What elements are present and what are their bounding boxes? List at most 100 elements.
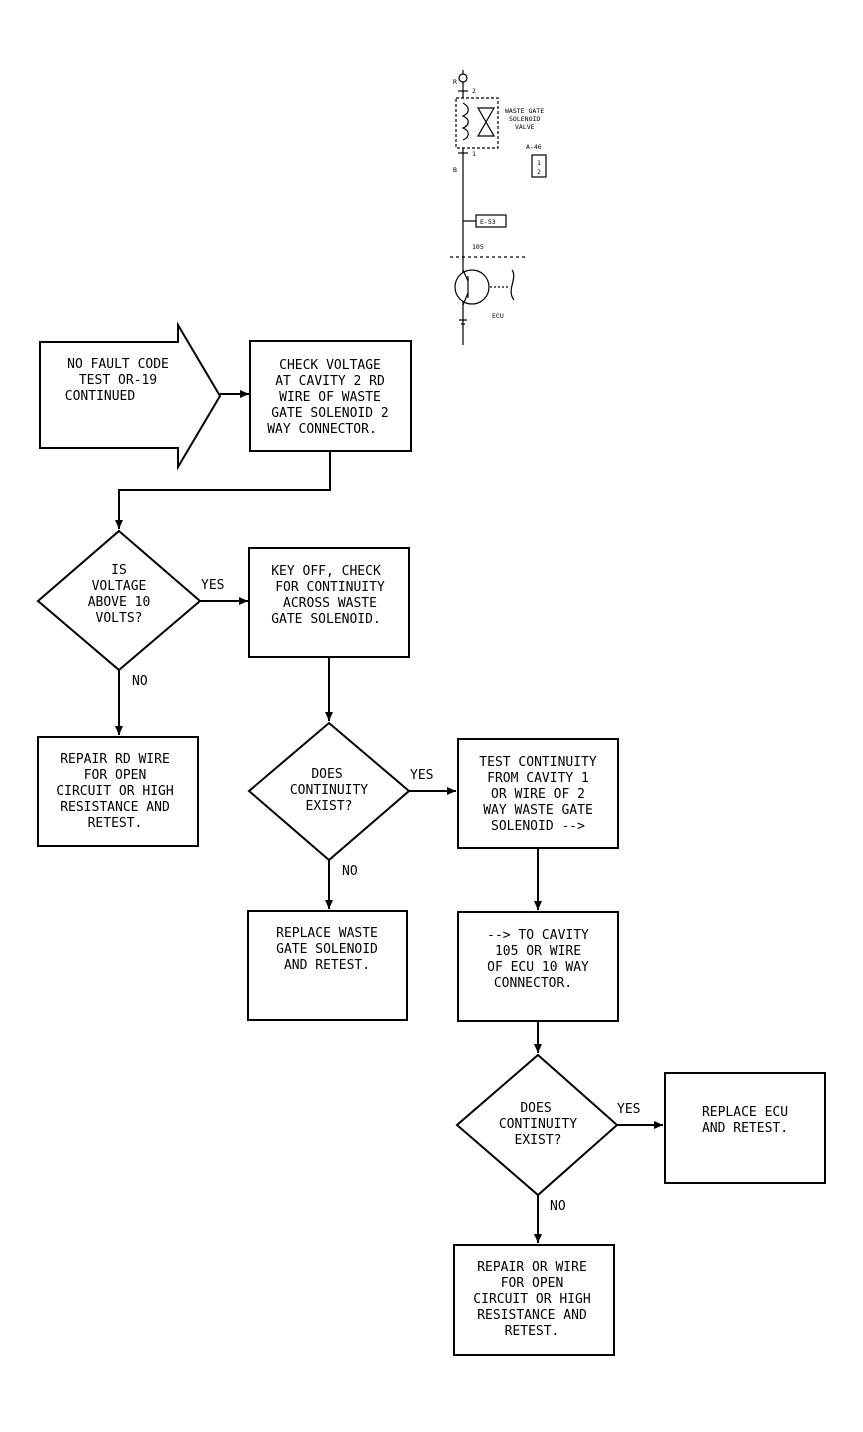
solenoid-box [455, 97, 499, 149]
connector-pin-b-label: 2 [537, 168, 541, 176]
repair-rd-rect [37, 736, 199, 847]
repair-rd-box: REPAIR RD WIRE FOR OPEN CIRCUIT OR HIGH … [37, 736, 199, 847]
yes-label-1: YES [201, 578, 224, 593]
pin-top-label: 2 [472, 87, 476, 95]
connector-icon [531, 154, 547, 178]
wire-top-label: R [453, 78, 457, 86]
does-continuity-decision-1: DOES CONTINUITY EXIST? YES NO [247, 721, 433, 879]
is-voltage-line-3: ABOVE 10 [88, 595, 151, 610]
does-continuity-1-line-2: CONTINUITY [290, 783, 368, 798]
repair-or-line-1: REPAIR OR WIRE [477, 1260, 587, 1275]
solenoid-label-line-2: SOLENOID [509, 115, 540, 123]
replace-solenoid-rect [247, 910, 408, 1021]
does-continuity-1-line-3: EXIST? [306, 799, 353, 814]
transistor-icon [454, 269, 490, 305]
wire-bottom-label: B [453, 166, 457, 174]
control-wave-icon [510, 269, 515, 301]
does-continuity-2-line-2: CONTINUITY [499, 1117, 577, 1132]
check-voltage-line-3: WIRE OF WASTE [279, 390, 381, 405]
start-arrow-shape [39, 321, 222, 471]
ground-ref-label: E-53 [480, 218, 496, 226]
solenoid-label-line-1: WASTE GATE [505, 107, 544, 115]
is-voltage-line-4: VOLTS? [96, 611, 143, 626]
transistor-collector [462, 269, 469, 282]
repair-or-line-4: RESISTANCE AND [477, 1308, 587, 1323]
key-off-line-3: ACROSS WASTE [283, 596, 377, 611]
no-label-3: NO [550, 1199, 566, 1214]
does-continuity-diamond-2 [455, 1053, 619, 1197]
no-label-2: NO [342, 864, 358, 879]
repair-rd-line-4: RESISTANCE AND [60, 800, 170, 815]
start-block: NO FAULT CODE TEST OR-19 CONTINUED [39, 321, 222, 471]
does-continuity-1-line-1: DOES [311, 767, 342, 782]
replace-ecu-line-1: REPLACE ECU [702, 1105, 788, 1120]
key-off-box: KEY OFF, CHECK FOR CONTINUITY ACROSS WAS… [248, 547, 410, 658]
does-continuity-diamond-1 [247, 721, 411, 862]
test-continuity-line-1: TEST CONTINUITY [479, 755, 597, 770]
check-voltage-line-2: AT CAVITY 2 RD [275, 374, 385, 389]
arrow-check-to-decision [115, 451, 331, 529]
test-continuity-line-4: WAY WASTE GATE [483, 803, 593, 818]
test-continuity-box: TEST CONTINUITY FROM CAVITY 1 OR WIRE OF… [457, 738, 619, 849]
is-voltage-line-2: VOLTAGE [92, 579, 147, 594]
ecu-label: ECU [492, 312, 504, 320]
connector-ref-label: A-46 [526, 143, 542, 151]
repair-or-line-5: RETEST. [505, 1324, 560, 1339]
no-label-1: NO [132, 674, 148, 689]
pin-bottom-label: 1 [472, 150, 476, 158]
test-continuity-line-2: FROM CAVITY 1 [487, 771, 589, 786]
test-continuity-line-5: SOLENOID --> [491, 819, 585, 834]
does-continuity-2-line-3: EXIST? [515, 1133, 562, 1148]
replace-ecu-rect [664, 1072, 826, 1184]
check-voltage-rect [249, 340, 412, 452]
ground-icon [459, 319, 467, 325]
key-off-line-4: GATE SOLENOID. [271, 612, 381, 627]
repair-or-line-3: CIRCUIT OR HIGH [473, 1292, 590, 1307]
does-continuity-decision-2: DOES CONTINUITY EXIST? YES NO [455, 1053, 640, 1214]
replace-ecu-box: REPLACE ECU AND RETEST. [664, 1072, 826, 1184]
to-cavity-line-4: CONNECTOR. [494, 976, 572, 991]
replace-solenoid-line-3: AND RETEST. [284, 958, 370, 973]
is-voltage-line-1: IS [111, 563, 127, 578]
repair-or-box: REPAIR OR WIRE FOR OPEN CIRCUIT OR HIGH … [453, 1244, 615, 1356]
start-line-2: TEST OR-19 [79, 373, 157, 388]
to-cavity-rect [457, 911, 619, 1022]
yes-label-3: YES [617, 1102, 640, 1117]
repair-or-rect [453, 1244, 615, 1356]
replace-solenoid-line-2: GATE SOLENOID [276, 942, 378, 957]
start-line-3: CONTINUED [65, 389, 136, 404]
key-off-rect [248, 547, 410, 658]
is-voltage-decision: IS VOLTAGE ABOVE 10 VOLTS? YES NO [36, 529, 224, 689]
repair-rd-line-1: REPAIR RD WIRE [60, 752, 170, 767]
terminal-icon [458, 73, 468, 83]
repair-rd-line-2: FOR OPEN [84, 768, 147, 783]
repair-rd-line-3: CIRCUIT OR HIGH [56, 784, 173, 799]
to-cavity-box: --> TO CAVITY 105 OR WIRE OF ECU 10 WAY … [457, 911, 619, 1022]
solenoid-label-line-3: VALVE [515, 123, 535, 131]
does-continuity-2-line-1: DOES [520, 1101, 551, 1116]
check-voltage-line-5: WAY CONNECTOR. [267, 422, 377, 437]
coil-icon [461, 102, 469, 141]
check-voltage-box: CHECK VOLTAGE AT CAVITY 2 RD WIRE OF WAS… [249, 340, 412, 452]
to-cavity-line-2: 105 OR WIRE [495, 944, 581, 959]
flow-connectors [115, 390, 663, 1243]
test-continuity-line-3: OR WIRE OF 2 [491, 787, 585, 802]
ecu-pin-label: 105 [472, 243, 484, 251]
replace-solenoid-line-1: REPLACE WASTE [276, 926, 378, 941]
wiring-schematic: 2 WASTE GATE SOLENOID VALVE 1 A-46 1 2 B… [450, 70, 547, 345]
check-voltage-line-4: GATE SOLENOID 2 [271, 406, 388, 421]
to-cavity-line-3: OF ECU 10 WAY [487, 960, 589, 975]
key-off-line-2: FOR CONTINUITY [275, 580, 385, 595]
repair-rd-line-5: RETEST. [88, 816, 143, 831]
is-voltage-diamond [36, 529, 202, 672]
replace-solenoid-box: REPLACE WASTE GATE SOLENOID AND RETEST. [247, 910, 408, 1021]
valve-icon [476, 107, 496, 137]
transistor-emitter [462, 292, 469, 306]
yes-label-2: YES [410, 768, 433, 783]
connector-pin-a-label: 1 [537, 159, 541, 167]
replace-ecu-line-2: AND RETEST. [702, 1121, 788, 1136]
check-voltage-line-1: CHECK VOLTAGE [279, 358, 381, 373]
test-continuity-rect [457, 738, 619, 849]
repair-or-line-2: FOR OPEN [501, 1276, 564, 1291]
